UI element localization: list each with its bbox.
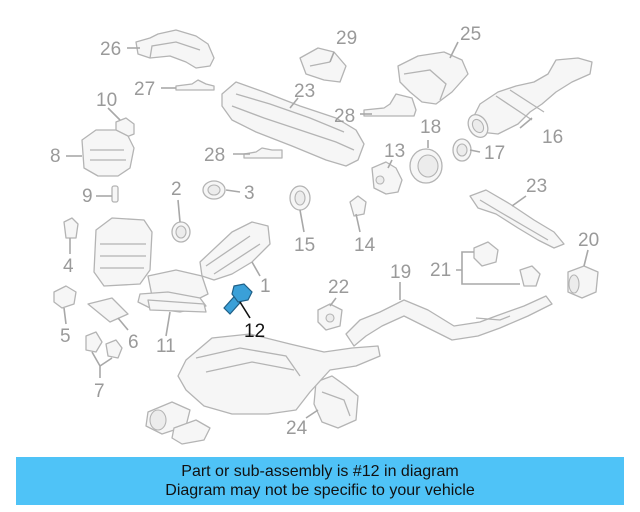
part-26-shape — [135, 29, 215, 69]
exhaust-parts-diagram: 26 27 29 25 23 28 16 17 18 13 28 10 8 9 … — [50, 24, 599, 445]
callout-20: 20 — [578, 230, 599, 251]
callout-23: 23 — [526, 176, 547, 197]
callout-5: 5 — [60, 326, 71, 347]
part-8-shape — [81, 129, 135, 177]
callout-18: 18 — [420, 117, 441, 138]
callout-11: 11 — [156, 336, 176, 357]
info-banner: Part or sub-assembly is #12 in diagram D… — [16, 457, 624, 505]
part-3-shape — [202, 180, 226, 200]
callout-6: 6 — [128, 332, 139, 353]
callout-15: 15 — [294, 235, 315, 256]
callout-7: 7 — [94, 381, 105, 402]
part-9-shape — [111, 185, 119, 203]
rear-muffler-shape — [145, 333, 381, 445]
part-13-shape — [371, 161, 403, 195]
part-16-shape — [467, 57, 593, 138]
callout-16: 16 — [542, 127, 563, 148]
part-21-shape — [473, 241, 541, 287]
callout-17: 17 — [484, 143, 505, 164]
part-22-shape — [317, 303, 343, 331]
callout-24: 24 — [286, 418, 308, 439]
callout-12: 12 — [244, 321, 265, 342]
part-28-shape-a — [175, 79, 215, 91]
part-5-shape — [53, 285, 77, 309]
callout-28a: 27 — [134, 79, 155, 100]
callout-29: 29 — [336, 28, 357, 49]
callout-2: 2 — [171, 179, 182, 200]
callout-27: 25 — [460, 24, 481, 45]
callout-4: 4 — [63, 256, 74, 277]
part-12-bolt — [223, 283, 253, 315]
banner-line-1: Part or sub-assembly is #12 in diagram — [181, 463, 459, 480]
callout-28b: 28 — [334, 106, 355, 127]
callout-22: 22 — [328, 277, 349, 298]
part-18-shape — [409, 148, 443, 184]
part-17-shape — [452, 138, 472, 162]
callout-3: 3 — [244, 183, 255, 204]
part-23-shape — [469, 189, 565, 249]
part-2-shape — [171, 221, 191, 243]
callout-25: 23 — [294, 81, 315, 102]
callout-9: 9 — [82, 186, 93, 207]
callout-14: 14 — [354, 235, 376, 256]
part-11-shape — [147, 299, 207, 313]
callout-28c: 28 — [204, 145, 225, 166]
callout-19: 19 — [390, 262, 411, 283]
callout-13: 13 — [384, 141, 405, 162]
callout-8: 8 — [50, 146, 61, 167]
part-28-shape-c — [243, 147, 283, 159]
callout-26: 26 — [100, 39, 121, 60]
part-14-shape — [349, 195, 367, 217]
part-4-shape — [63, 217, 79, 239]
part-25-shape — [221, 81, 365, 167]
callout-21: 21 — [430, 260, 451, 281]
part-24-shape — [313, 375, 359, 429]
part-27-shape — [397, 51, 469, 105]
callout-10: 10 — [96, 90, 117, 111]
part-15-shape — [289, 185, 311, 211]
banner-line-2: Diagram may not be specific to your vehi… — [165, 482, 475, 499]
part-19-shape — [345, 295, 553, 347]
callout-1: 1 — [260, 276, 271, 297]
part-20-shape — [567, 265, 599, 299]
part-28-shape-b — [363, 93, 417, 117]
part-29-shape — [299, 47, 347, 83]
part-7-shape — [85, 331, 123, 359]
part-6-shape — [87, 297, 129, 323]
leader-lines — [63, 41, 589, 419]
